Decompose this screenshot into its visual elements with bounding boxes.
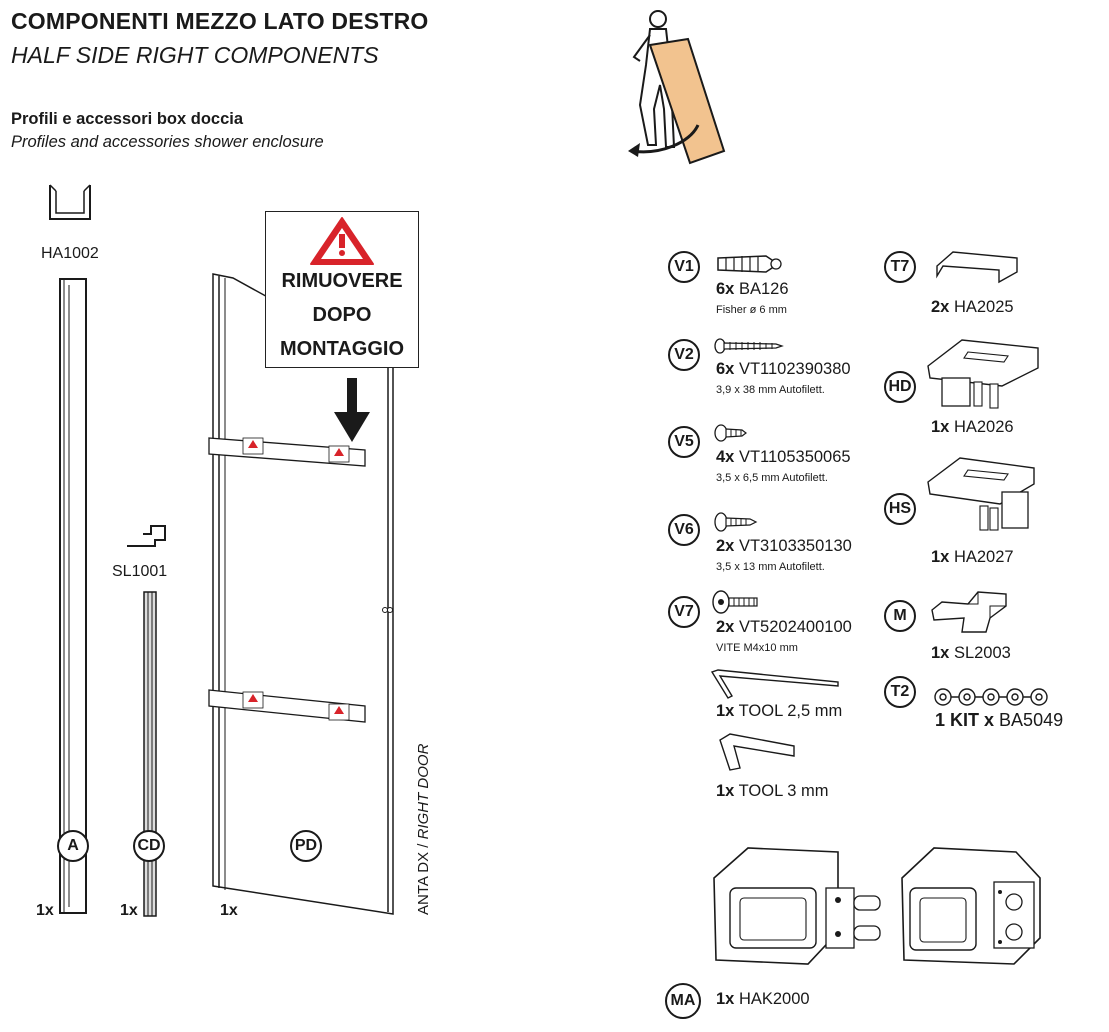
page-title: COMPONENTI MEZZO LATO DESTRO xyxy=(11,8,429,34)
profile-a-marker: A xyxy=(57,830,89,862)
part-m: 1x SL2003 xyxy=(931,644,1011,662)
arrow-down-icon xyxy=(334,378,370,442)
profile-cd-qty: 1x xyxy=(120,902,138,919)
marker-hs: HS xyxy=(884,493,916,525)
profile-a-code: HA1002 xyxy=(41,245,99,262)
warning-line-2: DOPO xyxy=(312,304,372,326)
marker-v6: V6 xyxy=(668,514,700,546)
warning-line-3: MONTAGGIO xyxy=(279,338,405,360)
page-subtitle: HALF SIDE RIGHT COMPONENTS xyxy=(11,42,379,68)
part-t2: 1 KIT x BA5049 xyxy=(935,710,1064,730)
bracket-hs-icon xyxy=(927,457,1035,531)
door-marker: PD xyxy=(290,830,322,862)
plug-kit-icon xyxy=(934,688,1048,706)
door-side-label: ANTA DX / RIGHT DOOR xyxy=(415,743,432,915)
section-subtitle: Profiles and accessories shower enclosur… xyxy=(11,133,324,151)
part-v2-desc: 3,9 x 38 mm Autofilett. xyxy=(716,384,825,396)
part-v2: 6x VT1102390380 xyxy=(716,360,851,378)
warning-triangle-icon xyxy=(310,217,374,265)
marker-hd: HD xyxy=(884,371,916,403)
part-v5: 4x VT1105350065 xyxy=(716,448,851,466)
marker-v2: V2 xyxy=(668,339,700,371)
machine-screw-icon xyxy=(712,590,758,614)
part-v6-desc: 3,5 x 13 mm Autofilett. xyxy=(716,561,825,573)
marker-t2: T2 xyxy=(884,676,916,708)
part-ma: 1x HAK2000 xyxy=(716,990,810,1008)
tool-2-5: 1x TOOL 2,5 mm xyxy=(716,702,843,720)
part-hs: 1x HA2027 xyxy=(931,548,1014,566)
profile-a-qty: 1x xyxy=(36,902,54,919)
profile-a-bar xyxy=(59,278,87,914)
section-title: Profili e accessori box doccia xyxy=(11,110,244,128)
part-hd: 1x HA2026 xyxy=(931,418,1014,436)
profile-cd-bar xyxy=(143,591,157,917)
marker-v7: V7 xyxy=(668,596,700,628)
short-screw-icon xyxy=(714,424,747,442)
profile-cd-marker: CD xyxy=(133,830,165,862)
part-t7: 2x HA2025 xyxy=(931,298,1014,316)
hex-key-small-icon xyxy=(710,669,839,699)
hex-key-large-icon xyxy=(719,733,795,771)
carry-panel-illustration xyxy=(628,10,726,165)
marker-v1: V1 xyxy=(668,251,700,283)
tool-3: 1x TOOL 3 mm xyxy=(716,782,829,800)
marker-ma: MA xyxy=(665,983,701,1019)
u-profile-icon xyxy=(49,184,91,220)
part-v7-desc: VITE M4x10 mm xyxy=(716,642,798,654)
end-cap-icon xyxy=(936,251,1018,284)
bracket-hd-icon xyxy=(927,339,1039,409)
corner-piece-icon xyxy=(931,591,1007,633)
part-v5-desc: 3,5 x 6,5 mm Autofilett. xyxy=(716,472,828,484)
medium-screw-icon xyxy=(714,512,758,532)
marker-v5: V5 xyxy=(668,426,700,458)
hinge-left-icon xyxy=(713,847,881,965)
seal-profile-icon xyxy=(127,525,166,547)
wall-plug-icon xyxy=(717,255,782,273)
part-v6: 2x VT3103350130 xyxy=(716,537,852,555)
part-v1: 6x BA126 xyxy=(716,280,789,298)
long-screw-icon xyxy=(714,338,784,354)
door-qty: 1x xyxy=(220,902,238,919)
warning-box: RIMUOVERE DOPO MONTAGGIO xyxy=(265,211,419,368)
marker-t7: T7 xyxy=(884,251,916,283)
hinge-right-icon xyxy=(901,847,1041,965)
part-v7: 2x VT5202400100 xyxy=(716,618,852,636)
warning-line-1: RIMUOVERE xyxy=(281,270,403,292)
part-v1-desc: Fisher ø 6 mm xyxy=(716,304,787,316)
profile-cd-code: SL1001 xyxy=(112,563,168,580)
marker-m: M xyxy=(884,600,916,632)
